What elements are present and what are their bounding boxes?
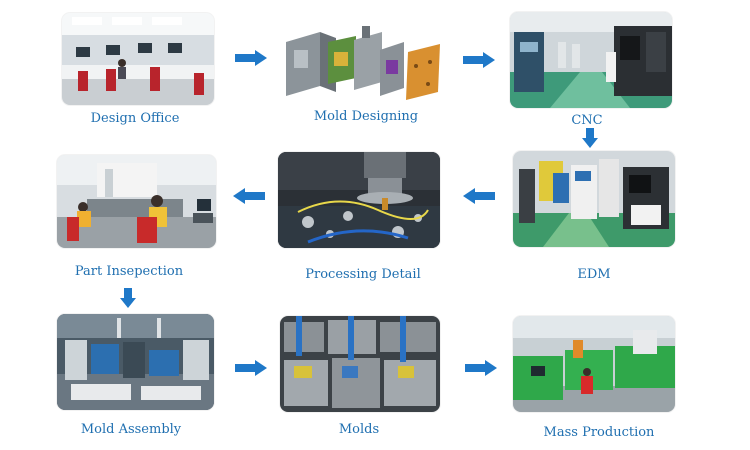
step-label-part-inspection: Part Insepection (74, 264, 184, 279)
arrow-icon (235, 360, 267, 376)
arrow-icon (463, 52, 495, 68)
processing-detail-photo (278, 152, 440, 248)
step-label-mold-designing: Mold Designing (313, 109, 419, 124)
arrow-icon (582, 128, 598, 148)
arrow-icon (463, 188, 495, 204)
arrow-icon (465, 360, 497, 376)
mold-designing-photo (280, 12, 442, 104)
cnc-photo (510, 12, 672, 108)
edm-photo (513, 151, 675, 247)
arrow-icon (235, 50, 267, 66)
step-label-cnc: CNC (571, 113, 603, 128)
arrow-icon (120, 288, 136, 308)
arrow-icon (233, 188, 265, 204)
step-label-edm: EDM (577, 267, 611, 282)
design-office-photo (62, 13, 214, 105)
mass-production-photo (513, 316, 675, 412)
mold-assembly-photo (57, 314, 214, 410)
part-inspection-photo (57, 155, 216, 248)
step-label-mold-assembly: Mold Assembly (80, 422, 182, 437)
step-label-design-office: Design Office (90, 111, 180, 126)
molds-photo (280, 316, 440, 412)
step-label-molds: Molds (338, 422, 380, 437)
step-label-mass-production: Mass Production (543, 425, 655, 440)
step-label-processing-detail: Processing Detail (305, 267, 421, 282)
